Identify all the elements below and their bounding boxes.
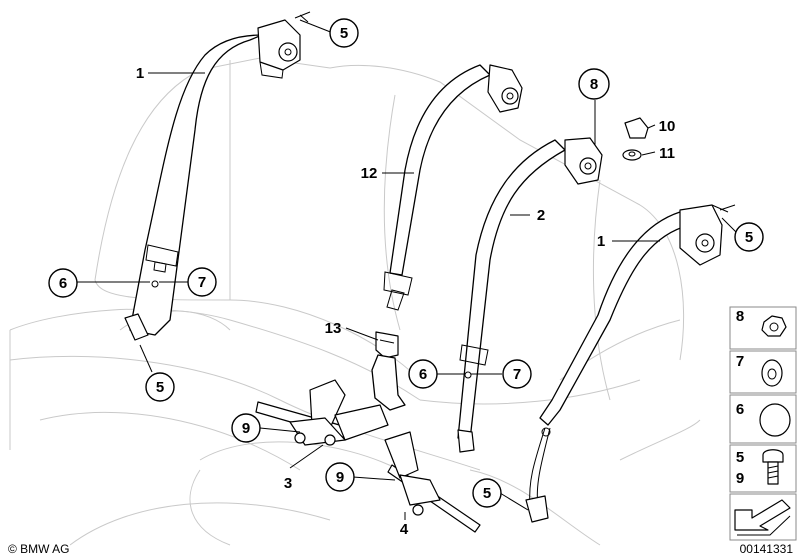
seat-belt-left-outer[interactable] <box>124 34 263 341</box>
legend-row-clip[interactable]: 7 <box>729 350 797 394</box>
svg-text:5: 5 <box>156 379 164 396</box>
svg-text:8: 8 <box>736 308 744 325</box>
callout-6-right[interactable]: 6 <box>408 359 438 389</box>
cap-part-10[interactable] <box>624 117 649 139</box>
callout-9-right[interactable]: 9 <box>325 462 355 492</box>
svg-text:12: 12 <box>361 165 378 182</box>
callout-5-bottom-left[interactable]: 5 <box>145 372 175 402</box>
svg-text:1: 1 <box>136 65 144 82</box>
svg-text:5: 5 <box>736 449 744 466</box>
callout-6-left[interactable]: 6 <box>48 268 78 298</box>
callout-12[interactable]: 12 <box>361 165 378 182</box>
diagram-number: 00141331 <box>740 542 794 556</box>
callout-5-bottom-right[interactable]: 5 <box>472 478 502 508</box>
buckle-assembly-right[interactable] <box>384 431 481 533</box>
svg-text:9: 9 <box>242 420 250 437</box>
retractor-right-outer <box>679 204 736 266</box>
callout-8[interactable]: 8 <box>578 68 610 100</box>
callout-11[interactable]: 11 <box>659 145 675 162</box>
callout-2[interactable]: 2 <box>537 207 545 224</box>
svg-text:7: 7 <box>736 353 744 370</box>
legend-row-plug[interactable]: 6 <box>729 394 797 444</box>
callout-5-top-right[interactable]: 5 <box>734 222 764 252</box>
callout-13[interactable]: 13 <box>325 320 342 337</box>
svg-text:6: 6 <box>736 401 744 418</box>
legend-arrow-icon <box>729 493 797 541</box>
legend-row-bolt[interactable]: 5 9 <box>729 444 797 493</box>
buckle-tongue-center[interactable] <box>371 331 406 411</box>
leader-lines <box>76 19 737 520</box>
callout-10[interactable]: 10 <box>659 118 676 135</box>
svg-text:6: 6 <box>419 366 427 383</box>
svg-text:7: 7 <box>198 274 206 291</box>
seat-belt-center[interactable] <box>383 64 523 311</box>
retractor-left-outer <box>257 11 311 79</box>
seat-belt-right-outer[interactable] <box>525 211 691 523</box>
svg-text:4: 4 <box>400 521 409 538</box>
svg-text:13: 13 <box>325 320 342 337</box>
svg-text:7: 7 <box>513 366 521 383</box>
rear-seat-outline <box>9 57 701 546</box>
callout-1-left[interactable]: 1 <box>136 65 144 82</box>
callout-3[interactable]: 3 <box>284 475 292 492</box>
svg-text:5: 5 <box>745 229 753 246</box>
callout-7-right[interactable]: 7 <box>502 359 532 389</box>
callout-5-top-left[interactable]: 5 <box>329 18 359 48</box>
callout-4[interactable]: 4 <box>400 521 409 538</box>
copyright-text: © BMW AG <box>8 542 70 556</box>
svg-text:9: 9 <box>336 469 344 486</box>
svg-text:1: 1 <box>597 233 605 250</box>
svg-text:3: 3 <box>284 475 292 492</box>
legend-row-nut[interactable]: 8 <box>729 306 797 350</box>
callout-1-right[interactable]: 1 <box>597 233 605 250</box>
svg-text:5: 5 <box>483 485 491 502</box>
svg-text:10: 10 <box>659 118 676 135</box>
buckle-assembly-left[interactable] <box>255 379 389 446</box>
seat-belt-right-center[interactable] <box>457 137 603 453</box>
svg-text:6: 6 <box>59 275 67 292</box>
washer-part-11[interactable] <box>622 149 642 161</box>
callout-7-left[interactable]: 7 <box>187 267 217 297</box>
callout-9-left[interactable]: 9 <box>231 413 261 443</box>
svg-text:9: 9 <box>736 470 744 487</box>
svg-text:8: 8 <box>590 76 598 93</box>
svg-text:5: 5 <box>340 25 348 42</box>
svg-text:11: 11 <box>659 145 675 162</box>
svg-text:2: 2 <box>537 207 545 224</box>
